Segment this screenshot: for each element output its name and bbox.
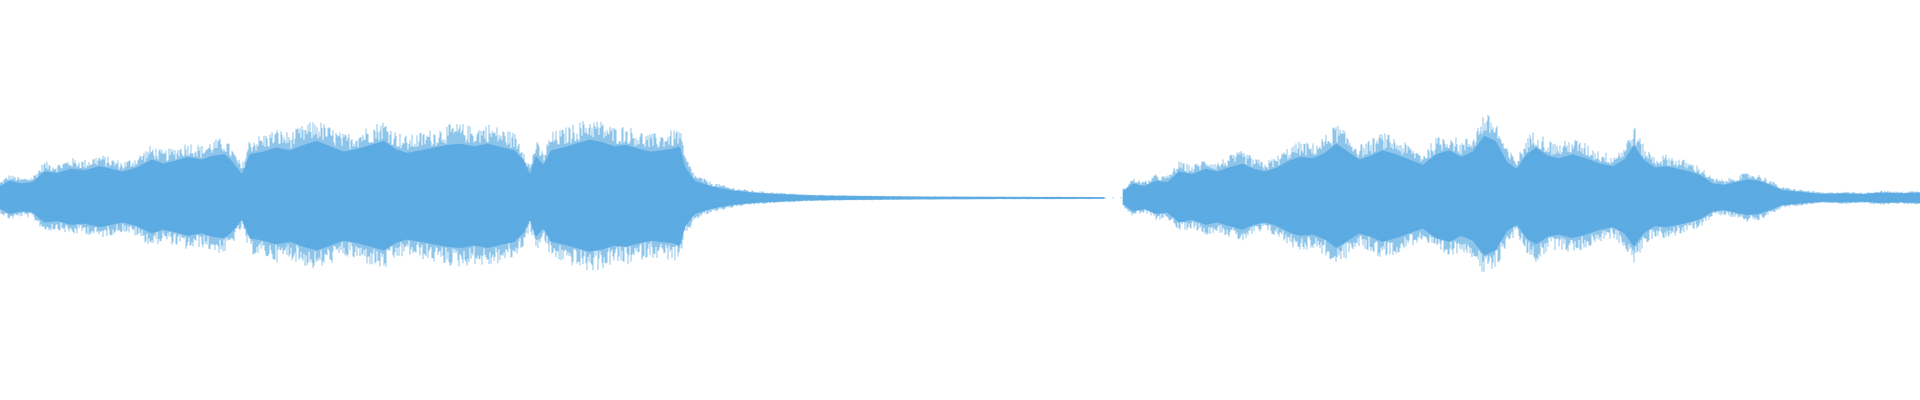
waveform-segment-2-body: [1123, 135, 1920, 256]
waveform-segment-1-detail: [0, 121, 1105, 271]
waveform-segment-2-detail: [1122, 114, 1920, 272]
